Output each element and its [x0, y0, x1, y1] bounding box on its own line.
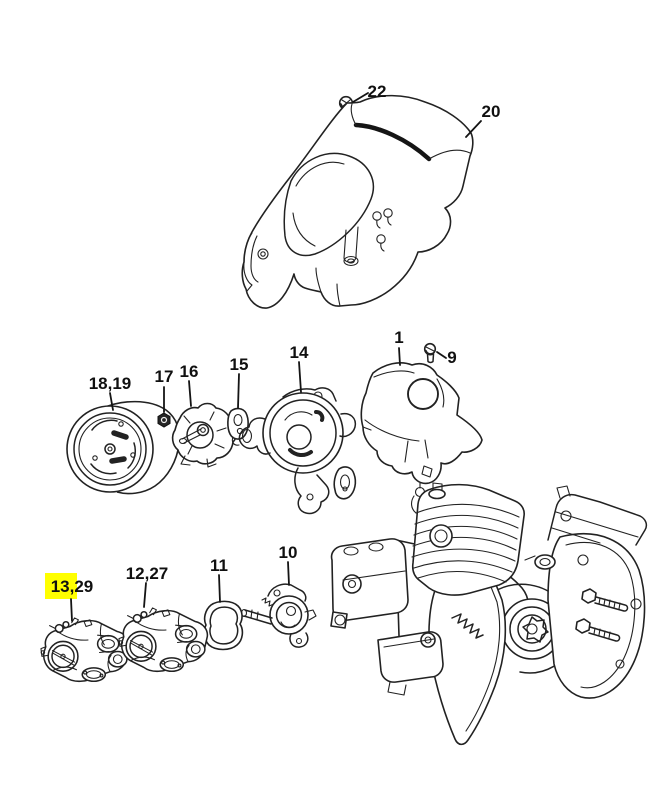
callout-17[interactable]: 17: [155, 367, 174, 413]
callout-label-1[interactable]: 1: [394, 328, 403, 347]
part-screw-9: [423, 342, 437, 364]
callout-22[interactable]: 22: [352, 82, 387, 103]
callout-9[interactable]: 9: [436, 348, 457, 367]
callout-label-22[interactable]: 22: [368, 82, 387, 101]
part-top-cover-20: [241, 94, 474, 309]
callout-label-10[interactable]: 10: [279, 543, 298, 562]
callout-label-14[interactable]: 14: [290, 343, 309, 362]
callout-label-18-19[interactable]: 18,19: [89, 374, 132, 393]
part-fan-housing-14: [238, 387, 357, 515]
callout-20[interactable]: 20: [465, 102, 501, 138]
callout-14[interactable]: 14: [290, 343, 309, 393]
cover-stripe: [353, 122, 432, 162]
engine-assembly: [330, 482, 648, 746]
callout-label-11[interactable]: 11: [210, 556, 228, 575]
part-pawl-carrier-16: [171, 402, 237, 468]
callout-label-17[interactable]: 17: [155, 367, 174, 386]
callout-label-9[interactable]: 9: [447, 348, 456, 367]
callout-label-13-29[interactable]: 13,29: [51, 577, 94, 596]
callout-16[interactable]: 16: [180, 362, 199, 407]
part-gasket-11: [203, 600, 244, 651]
callout-10[interactable]: 10: [279, 543, 298, 586]
callout-11[interactable]: 11: [210, 556, 228, 603]
part-pawl-15: [227, 407, 249, 446]
part-shroud-1: [360, 362, 483, 514]
callout-18-19[interactable]: 18,19: [89, 374, 132, 411]
part-carburetor-13-29: [40, 617, 131, 683]
callout-1[interactable]: 1: [394, 328, 404, 366]
callout-12-27[interactable]: 12,27: [126, 564, 169, 608]
highlight-box-13-29: [45, 573, 77, 599]
callout-15[interactable]: 15: [230, 355, 249, 409]
flywheel-brand-mark: [109, 430, 129, 464]
part-nut-17: [157, 412, 171, 428]
part-flywheel-18-19: [66, 400, 181, 495]
callout-label-12-27[interactable]: 12,27: [126, 564, 169, 583]
callout-label-20[interactable]: 20: [482, 102, 501, 121]
part-throttle-shaft-10: [240, 583, 317, 648]
callout-label-16[interactable]: 16: [180, 362, 199, 381]
callout-13-29[interactable]: 13,29: [45, 573, 94, 622]
part-carburetor-12-27: [118, 607, 209, 673]
callout-label-15[interactable]: 15: [230, 355, 249, 374]
